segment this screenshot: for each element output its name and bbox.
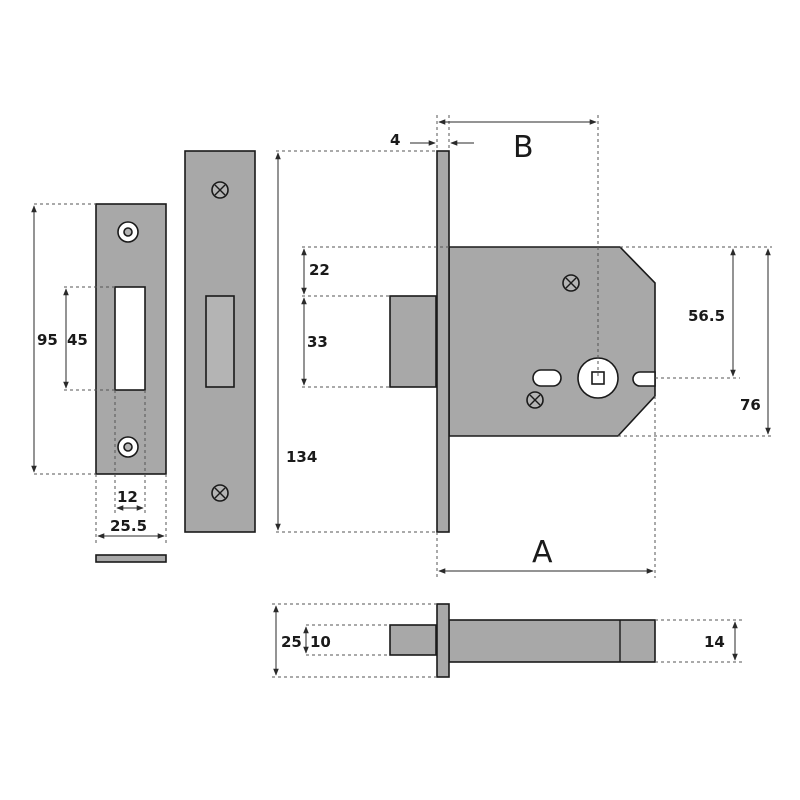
dim-forend-thickness: 4 — [390, 131, 400, 149]
lock-bolt — [389, 295, 437, 388]
key-slot — [532, 369, 562, 387]
forend-bolt-opening — [205, 295, 235, 388]
forend-plate — [184, 150, 256, 533]
forend-top-view — [436, 603, 450, 678]
dim-backset-label: B — [513, 130, 534, 165]
top-view-dimensions — [272, 603, 742, 678]
lock-body — [389, 150, 656, 533]
case-top-view — [448, 619, 656, 663]
dim-overall-height: 134 — [286, 448, 317, 466]
strike-dimensions — [31, 203, 167, 543]
dim-bolt-height: 33 — [307, 333, 328, 351]
forend-side — [436, 150, 450, 533]
lock-dimensions — [275, 115, 772, 578]
dim-bolt-width: 10 — [310, 633, 331, 651]
dim-strike-slot-width: 12 — [117, 488, 138, 506]
bolt-top-view — [389, 624, 437, 656]
strike-slot — [114, 286, 146, 391]
dim-case-height: 76 — [740, 396, 761, 414]
dim-case-depth-label: A — [532, 535, 553, 570]
lock-top-view — [389, 603, 656, 678]
dim-strike-slot-height: 45 — [67, 331, 88, 349]
dim-key-centre: 56.5 — [688, 307, 725, 325]
dim-strike-height: 95 — [37, 331, 58, 349]
strike-plate-edge-view — [95, 554, 167, 563]
dim-top-to-bolt: 22 — [309, 261, 330, 279]
dim-case-thickness: 14 — [704, 633, 725, 651]
strike-plate — [95, 203, 167, 475]
dim-strike-width: 25.5 — [110, 517, 147, 535]
lock-case — [448, 246, 656, 437]
case-notch — [632, 371, 656, 387]
dim-forend-width: 25 — [281, 633, 302, 651]
